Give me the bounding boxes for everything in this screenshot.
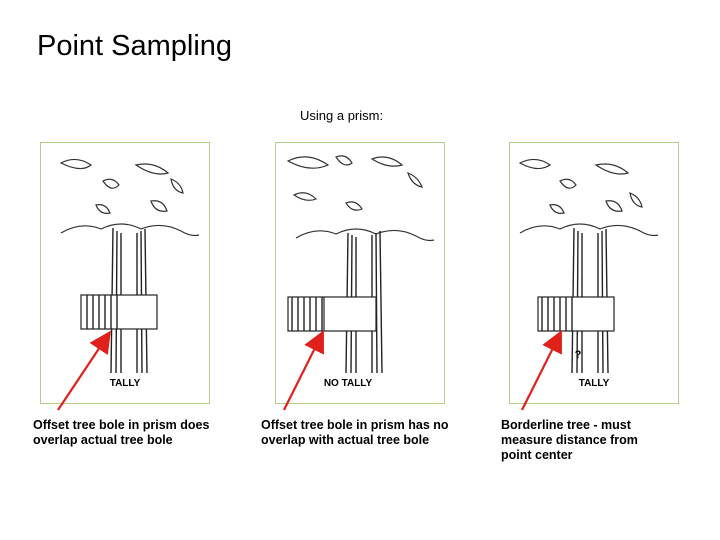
question-mark: ? xyxy=(575,349,582,361)
tree-illustration: NO TALLY xyxy=(286,155,435,389)
caption-panel-3: Borderline tree - must measure distance … xyxy=(501,418,638,462)
arrow-1 xyxy=(57,330,111,411)
tree-illustration: ? TALLY xyxy=(518,158,659,389)
tree-panel-1: TALLY xyxy=(40,142,210,404)
caption-panel-2: Offset tree bole in prism has no overlap… xyxy=(261,418,449,447)
arrow-3 xyxy=(521,330,562,411)
tree-panel-2: NO TALLY xyxy=(275,142,445,404)
subtitle: Using a prism: xyxy=(300,108,384,123)
panel-label: TALLY xyxy=(579,378,610,389)
panel-label: TALLY xyxy=(110,378,141,389)
page-title: Point Sampling xyxy=(37,30,233,62)
panel-label: NO TALLY xyxy=(324,378,373,389)
arrow-2 xyxy=(283,330,324,411)
tree-illustration: TALLY xyxy=(59,158,200,389)
tree-panel-3: ? TALLY xyxy=(509,142,679,404)
caption-panel-1: Offset tree bole in prism does overlap a… xyxy=(33,418,210,447)
